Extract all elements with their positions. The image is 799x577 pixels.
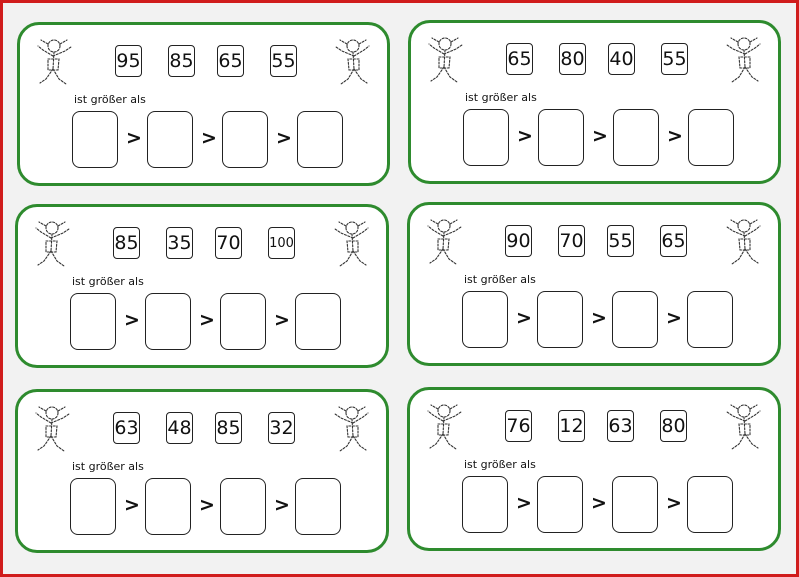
exercise-card: 76 12 63 80 ist größer als > > > [407, 387, 781, 551]
comparison-label: ist größer als [74, 93, 146, 106]
answer-box[interactable] [688, 109, 734, 166]
comparison-label: ist größer als [72, 275, 144, 288]
answer-box[interactable] [147, 111, 193, 168]
greater-than-sign: > [666, 307, 682, 329]
answer-box[interactable] [687, 291, 733, 348]
greater-than-sign: > [517, 125, 533, 147]
answer-box[interactable] [613, 109, 659, 166]
answer-box[interactable] [70, 293, 116, 350]
exercise-card: 65 80 40 55 ist größer als > > > [408, 20, 781, 184]
answer-box[interactable] [462, 291, 508, 348]
number-tile: 76 [505, 410, 532, 442]
number-tile: 70 [215, 227, 242, 259]
greater-than-sign: > [124, 309, 140, 331]
answer-box[interactable] [72, 111, 118, 168]
child-figure-icon [422, 217, 466, 269]
number-tile: 65 [660, 225, 687, 257]
answer-box[interactable] [220, 293, 266, 350]
number-tile: 55 [270, 45, 297, 77]
number-tile: 65 [506, 43, 533, 75]
greater-than-sign: > [274, 309, 290, 331]
answer-box[interactable] [612, 291, 658, 348]
exercise-card: 85 35 70 100 ist größer als > > > [15, 204, 389, 368]
exercise-card: 90 70 55 65 ist größer als > > > [407, 202, 781, 366]
number-tile: 55 [607, 225, 634, 257]
greater-than-sign: > [199, 309, 215, 331]
child-figure-icon [330, 404, 374, 456]
number-tile: 100 [268, 227, 295, 259]
answer-box[interactable] [537, 291, 583, 348]
answer-box[interactable] [297, 111, 343, 168]
number-tile: 70 [558, 225, 585, 257]
child-figure-icon [722, 217, 766, 269]
answer-box[interactable] [295, 293, 341, 350]
greater-than-sign: > [274, 494, 290, 516]
answer-box[interactable] [145, 293, 191, 350]
answer-box[interactable] [220, 478, 266, 535]
number-tile: 95 [115, 45, 142, 77]
number-tile: 90 [505, 225, 532, 257]
answer-box[interactable] [538, 109, 584, 166]
answer-box[interactable] [463, 109, 509, 166]
number-tile: 65 [217, 45, 244, 77]
child-figure-icon [722, 35, 766, 87]
child-figure-icon [330, 219, 374, 271]
greater-than-sign: > [126, 127, 142, 149]
number-tile: 80 [559, 43, 586, 75]
greater-than-sign: > [666, 492, 682, 514]
greater-than-sign: > [592, 125, 608, 147]
number-tile: 32 [268, 412, 295, 444]
comparison-label: ist größer als [464, 458, 536, 471]
greater-than-sign: > [276, 127, 292, 149]
answer-box[interactable] [687, 476, 733, 533]
greater-than-sign: > [201, 127, 217, 149]
number-tile: 85 [113, 227, 140, 259]
answer-box[interactable] [537, 476, 583, 533]
number-tile: 80 [660, 410, 687, 442]
greater-than-sign: > [516, 307, 532, 329]
number-tile: 63 [607, 410, 634, 442]
greater-than-sign: > [199, 494, 215, 516]
answer-box[interactable] [462, 476, 508, 533]
number-tile: 35 [166, 227, 193, 259]
greater-than-sign: > [516, 492, 532, 514]
number-tile: 48 [166, 412, 193, 444]
exercise-card: 63 48 85 32 ist größer als > > > [15, 389, 389, 553]
child-figure-icon [423, 35, 467, 87]
child-figure-icon [722, 402, 766, 454]
child-figure-icon [32, 37, 76, 89]
exercise-card: 95 85 65 55 ist größer als > > > [17, 22, 390, 186]
answer-box[interactable] [145, 478, 191, 535]
answer-box[interactable] [612, 476, 658, 533]
comparison-label: ist größer als [465, 91, 537, 104]
child-figure-icon [422, 402, 466, 454]
number-tile: 55 [661, 43, 688, 75]
comparison-label: ist größer als [464, 273, 536, 286]
child-figure-icon [331, 37, 375, 89]
greater-than-sign: > [124, 494, 140, 516]
greater-than-sign: > [667, 125, 683, 147]
greater-than-sign: > [591, 492, 607, 514]
number-tile: 85 [168, 45, 195, 77]
greater-than-sign: > [591, 307, 607, 329]
child-figure-icon [30, 404, 74, 456]
number-tile: 12 [558, 410, 585, 442]
number-tile: 40 [608, 43, 635, 75]
number-tile: 85 [215, 412, 242, 444]
comparison-label: ist größer als [72, 460, 144, 473]
number-tile: 63 [113, 412, 140, 444]
answer-box[interactable] [70, 478, 116, 535]
child-figure-icon [30, 219, 74, 271]
answer-box[interactable] [295, 478, 341, 535]
answer-box[interactable] [222, 111, 268, 168]
